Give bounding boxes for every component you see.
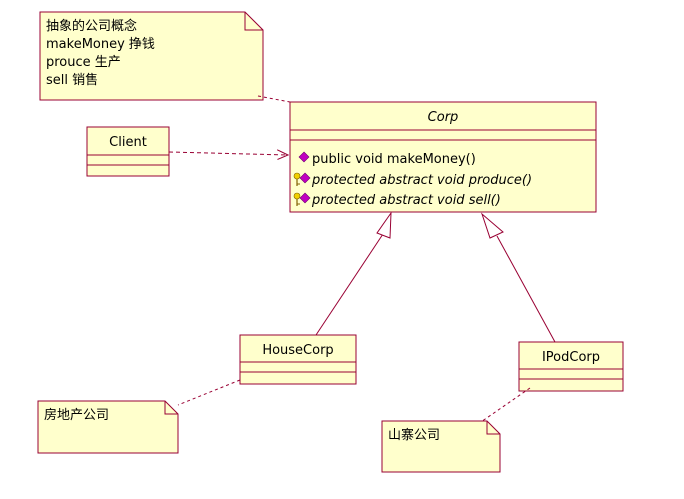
class-ipod-corp[interactable]: IPodCorp [518, 341, 624, 392]
class-ipod-corp-name: IPodCorp [542, 350, 600, 365]
inheritance-arrowhead [376, 211, 392, 239]
class-client[interactable]: Client [86, 126, 170, 177]
note-house-corp-fold [164, 401, 178, 415]
note-house-corp-text: 房地产公司 [44, 407, 109, 423]
class-client-box [86, 126, 170, 177]
class-client-name: Client [109, 135, 147, 150]
corp-method-produce[interactable]: protected abstract void produce() [293, 172, 532, 188]
class-corp-box [289, 101, 597, 213]
note-abstract-line-1: 抽象的公司概念 [46, 18, 137, 34]
generalization-house-corp [315, 211, 392, 336]
note-abstract-line-3: prouce 生产 [46, 55, 121, 70]
note-ipod-corp-text: 山寨公司 [388, 427, 440, 443]
class-corp[interactable]: Corp public void makeMoney() protected a… [289, 101, 597, 213]
class-ipod-corp-box [518, 341, 624, 392]
corp-method-sell-label: protected abstract void sell() [311, 193, 501, 208]
protected-key-icon [293, 172, 301, 186]
class-house-corp[interactable]: HouseCorp [239, 334, 357, 385]
note-ipod-corp-body [381, 420, 501, 473]
public-method-icon [298, 151, 310, 163]
class-house-corp-box [239, 334, 357, 385]
note-ipod-corp[interactable]: 山寨公司 [381, 420, 501, 473]
dependency-client-corp [168, 152, 288, 155]
generalization-ipod-corp [480, 212, 556, 343]
note-ipod-corp-fold [486, 421, 500, 435]
corp-method-make-money[interactable]: public void makeMoney() [298, 151, 476, 167]
inheritance-arrowhead [480, 212, 504, 239]
note-house-corp-body [37, 400, 179, 454]
note-anchor-ipod-corp [477, 387, 531, 425]
corp-method-produce-label: protected abstract void produce() [311, 173, 532, 188]
note-house-corp[interactable]: 房地产公司 [37, 400, 179, 454]
corp-method-make-money-label: public void makeMoney() [312, 152, 476, 167]
note-abstract-corp-fold [244, 12, 263, 31]
class-house-corp-name: HouseCorp [262, 343, 333, 358]
note-abstract-line-4: sell 销售 [46, 72, 98, 88]
note-anchor-house-corp [177, 379, 241, 406]
note-abstract-corp-body [39, 11, 264, 101]
class-corp-name: Corp [428, 110, 459, 125]
note-abstract-line-2: makeMoney 挣钱 [46, 37, 155, 52]
corp-method-sell[interactable]: protected abstract void sell() [293, 192, 501, 208]
protected-key-icon [293, 192, 301, 206]
note-abstract-corp[interactable]: 抽象的公司概念 makeMoney 挣钱 prouce 生产 sell 销售 [39, 11, 264, 101]
public-method-icon [299, 192, 311, 204]
public-method-icon [299, 172, 311, 184]
